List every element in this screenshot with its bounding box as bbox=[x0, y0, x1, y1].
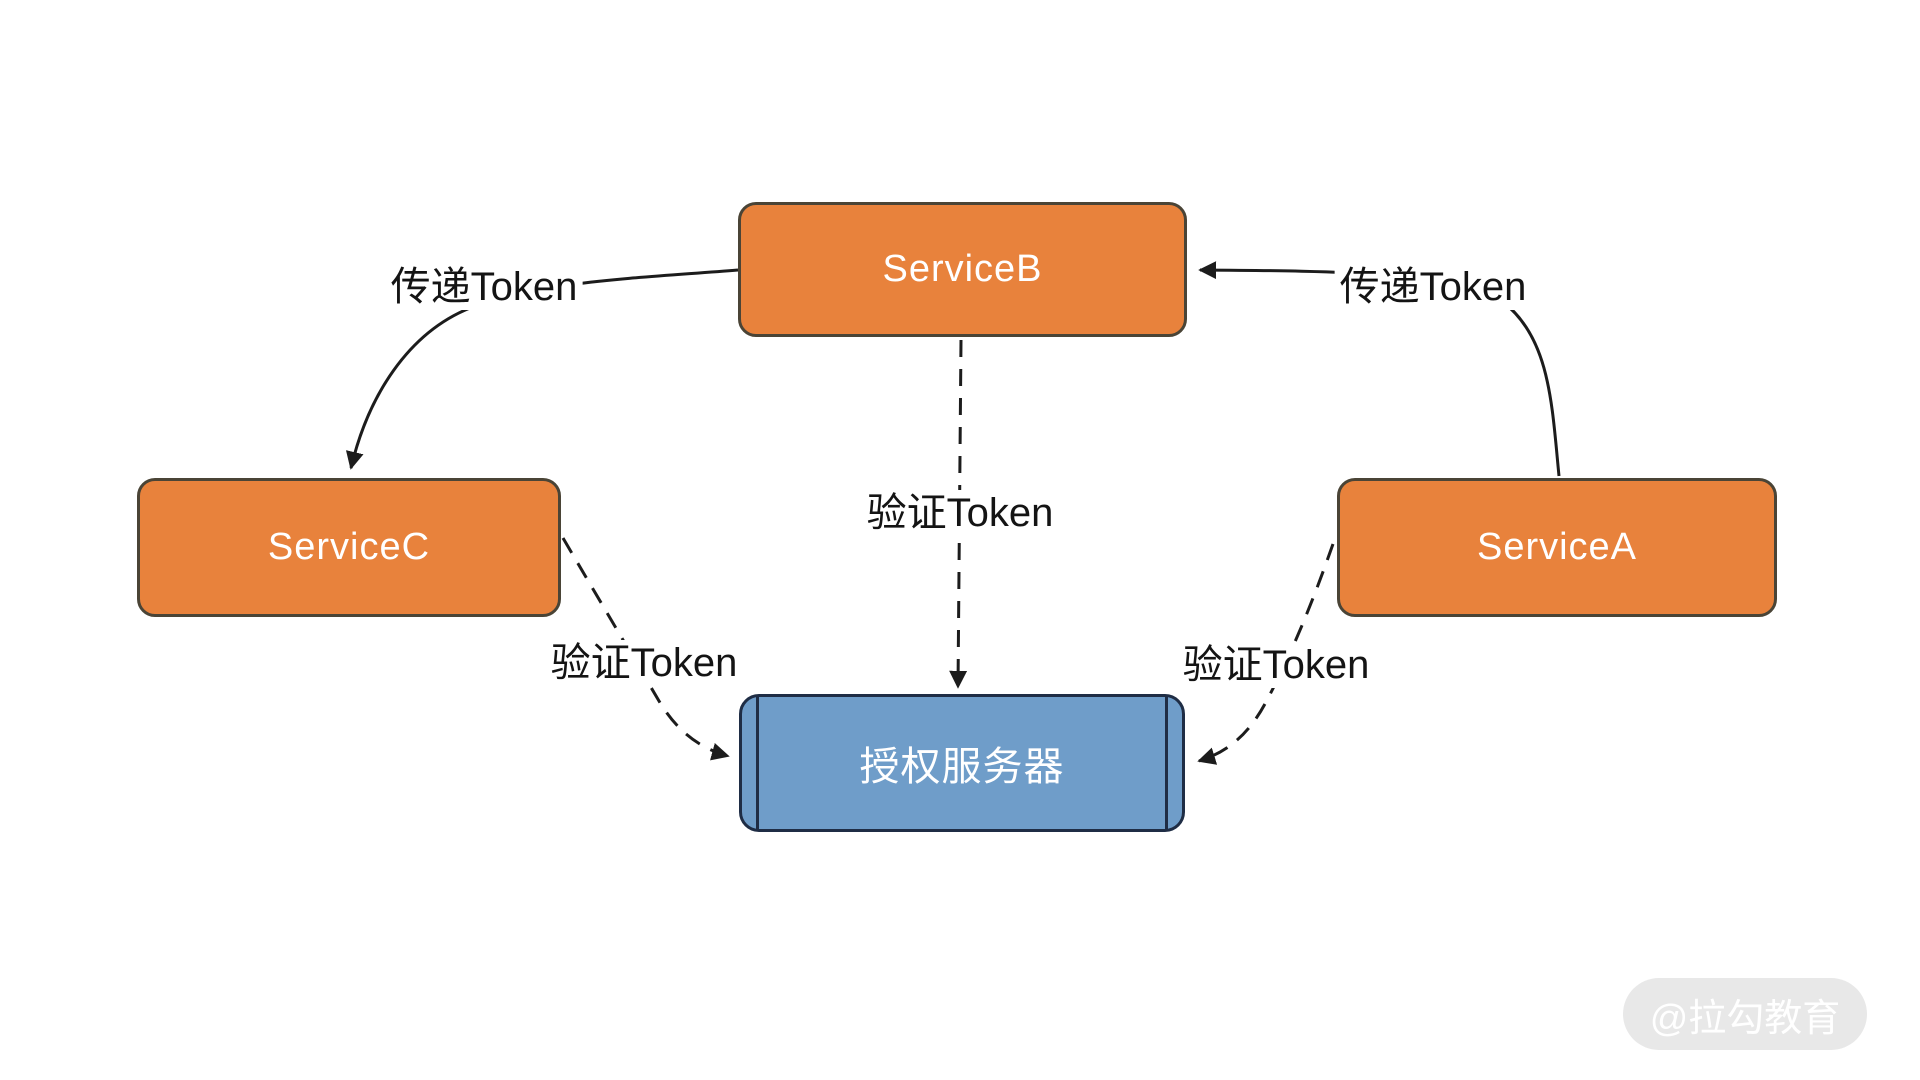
arrow-servicec-to-authserver bbox=[561, 537, 730, 761]
node-auth-server: 授权服务器 bbox=[739, 694, 1185, 832]
node-service-c: ServiceC bbox=[137, 478, 561, 617]
edge-label-verify-token-middle: 验证Token bbox=[861, 490, 1059, 536]
node-service-a-label: ServiceA bbox=[1476, 526, 1638, 568]
node-service-b: ServiceB bbox=[738, 202, 1187, 337]
arrow-servicea-to-authserver bbox=[1197, 543, 1335, 765]
auth-server-right-bar bbox=[1165, 697, 1168, 829]
watermark-text: @拉勾教育 bbox=[1649, 997, 1841, 1040]
node-service-a: ServiceA bbox=[1337, 478, 1777, 617]
node-service-c-label: ServiceC bbox=[267, 526, 431, 568]
watermark-badge: @拉勾教育 bbox=[1623, 978, 1867, 1050]
node-service-b-label: ServiceB bbox=[882, 248, 1043, 290]
node-auth-server-label: 授权服务器 bbox=[859, 745, 1065, 789]
auth-server-left-bar bbox=[756, 697, 759, 829]
edge-label-pass-token-right: 传递Token bbox=[1334, 264, 1532, 310]
edge-label-verify-token-left: 验证Token bbox=[545, 640, 743, 686]
edge-label-pass-token-left: 传递Token bbox=[385, 264, 583, 310]
edge-label-verify-token-right: 验证Token bbox=[1177, 642, 1375, 688]
